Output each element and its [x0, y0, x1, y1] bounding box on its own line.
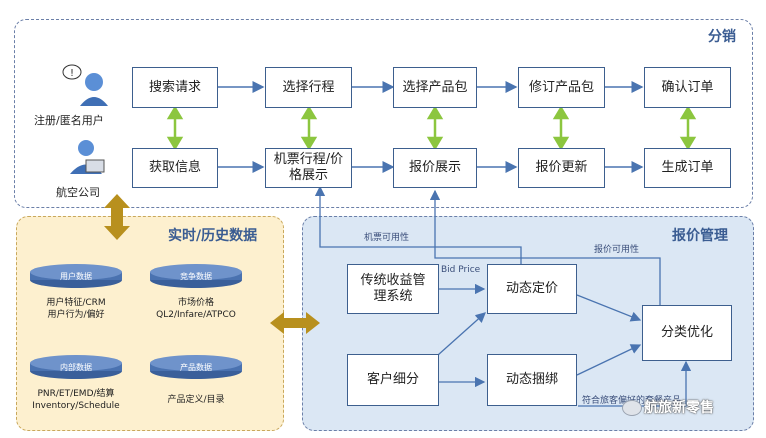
dynamic-bundling-box: 动态捆绑 [487, 354, 577, 406]
wechat-icon [622, 400, 642, 416]
bid-price-label: Bid Price [441, 265, 481, 275]
airline-icon [70, 140, 105, 174]
quote-availability-label: 报价可用性 [594, 245, 640, 255]
quote-display-box: 报价展示 [393, 148, 477, 188]
database-competition-line-1: 市场价格 [177, 298, 214, 308]
database-internal-label: 内部数据 [60, 363, 92, 372]
distribution-title: 分销 [708, 29, 736, 45]
green-arrows [166, 105, 697, 151]
gold-arrow-vertical [104, 194, 130, 240]
arrow-quote-avail [429, 189, 661, 305]
itinerary-price-box: 机票行程/价格展示 [265, 148, 352, 188]
gold-arrow-horizontal [270, 312, 320, 334]
database-competition-label: 竞争数据 [180, 272, 212, 281]
customer-segmentation-box: 客户细分 [347, 354, 439, 406]
database-user-line-1: 用户特征/CRM [46, 298, 106, 308]
arrow-pricing-classify [576, 294, 642, 322]
database-competition-line-2: QL2/Infare/ATPCO [156, 310, 236, 320]
select-bundle-box: 选择产品包 [393, 67, 477, 108]
registered-user-label: 注册/匿名用户 [34, 114, 104, 127]
watermark-text: 航旅新零售 [644, 400, 714, 416]
data-panel-title: 实时/历史数据 [168, 228, 258, 244]
create-order-box: 生成订单 [644, 148, 731, 188]
seat-availability-label: 机票可用性 [364, 233, 410, 243]
dynamic-pricing-box: 动态定价 [487, 264, 577, 314]
quote-update-box: 报价更新 [518, 148, 605, 188]
database-internal-line-2: Inventory/Schedule [32, 401, 120, 411]
airline-label: 航空公司 [56, 186, 100, 199]
data-panel-region [16, 216, 284, 431]
database-user-label: 用户数据 [60, 272, 92, 281]
classify-optimize-box: 分类优化 [642, 305, 732, 361]
database-user-line-2: 用户行为/偏好 [47, 310, 105, 320]
user-icon: ! [62, 64, 108, 106]
database-product-line-1: 产品定义/目录 [167, 395, 225, 405]
revise-bundle-box: 修订产品包 [518, 67, 605, 108]
pricing-title: 报价管理 [672, 228, 728, 244]
arrow-match [578, 360, 692, 407]
svg-text:!: ! [70, 68, 74, 79]
select-itinerary-box: 选择行程 [265, 67, 352, 108]
database-internal-line-1: PNR/ET/EMD/结算 [37, 389, 115, 399]
get-info-box: 获取信息 [132, 148, 218, 188]
arrow-seat-avail [314, 185, 522, 264]
arrow-bundle-classify [576, 344, 642, 376]
database-product-label: 产品数据 [180, 363, 212, 372]
confirm-order-box: 确认订单 [644, 67, 731, 108]
arrow-seg-pricing [437, 312, 486, 356]
legacy-rm-box: 传统收益管理系统 [347, 264, 439, 314]
search-request-box: 搜索请求 [132, 67, 218, 108]
